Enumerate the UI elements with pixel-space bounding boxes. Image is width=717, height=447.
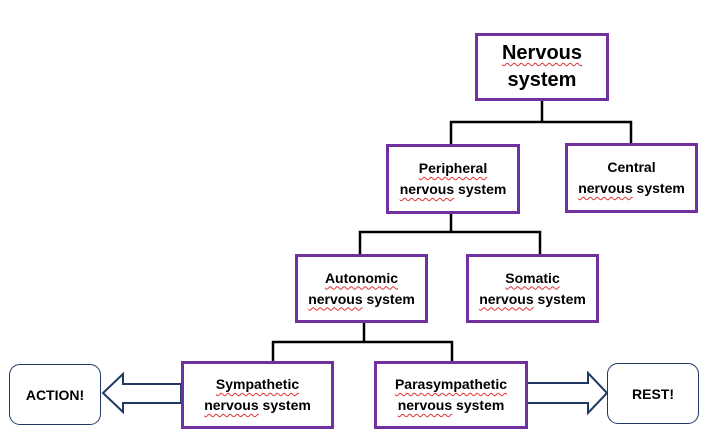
- node-sympathetic-nervous-system: Sympathetic nervous system: [181, 361, 334, 429]
- node-label-line2a: nervous: [479, 290, 534, 307]
- node-label-line2a: nervous: [578, 180, 633, 196]
- node-label-line2a: nervous: [204, 397, 259, 413]
- connector-autonomic-children: [271, 340, 454, 361]
- node-label-line1: Central: [607, 159, 656, 175]
- node-label-line1: Autonomic: [324, 269, 399, 286]
- node-label-line1: Peripheral: [418, 160, 488, 176]
- outcome-rest: REST!: [607, 363, 699, 424]
- arrow-left-icon: [101, 371, 182, 415]
- node-autonomic-nervous-system: Autonomic nervous system: [295, 254, 428, 323]
- node-label-line2b: system: [452, 397, 505, 413]
- node-label-line1: Somatic: [505, 269, 560, 286]
- node-peripheral-nervous-system: Peripheral nervous system: [386, 144, 520, 214]
- node-parasympathetic-nervous-system: Parasympathetic nervous system: [374, 361, 528, 429]
- node-label-line2b: system: [454, 181, 507, 197]
- arrow-right-icon: [526, 370, 609, 416]
- outcome-action: ACTION!: [9, 364, 101, 425]
- node-label-line2b: system: [632, 180, 685, 196]
- node-label-line2b: system: [533, 290, 586, 307]
- node-label-line2b: system: [258, 397, 311, 413]
- node-label-line2a: nervous: [308, 290, 363, 307]
- node-label-line2: system: [507, 69, 577, 91]
- node-somatic-nervous-system: Somatic nervous system: [466, 254, 599, 323]
- node-label-line1: Parasympathetic: [394, 376, 508, 392]
- node-central-nervous-system: Central nervous system: [565, 143, 698, 213]
- node-label-line1: Nervous: [501, 42, 583, 64]
- node-label-line2a: nervous: [397, 397, 453, 413]
- connector-nervous-children: [449, 120, 633, 144]
- node-label-line1: Sympathetic: [215, 376, 300, 392]
- node-label-line2b: system: [362, 290, 415, 307]
- node-label-line2a: nervous: [399, 181, 455, 197]
- connector-peripheral-children: [358, 230, 542, 254]
- node-nervous-system: Nervous system: [475, 33, 609, 101]
